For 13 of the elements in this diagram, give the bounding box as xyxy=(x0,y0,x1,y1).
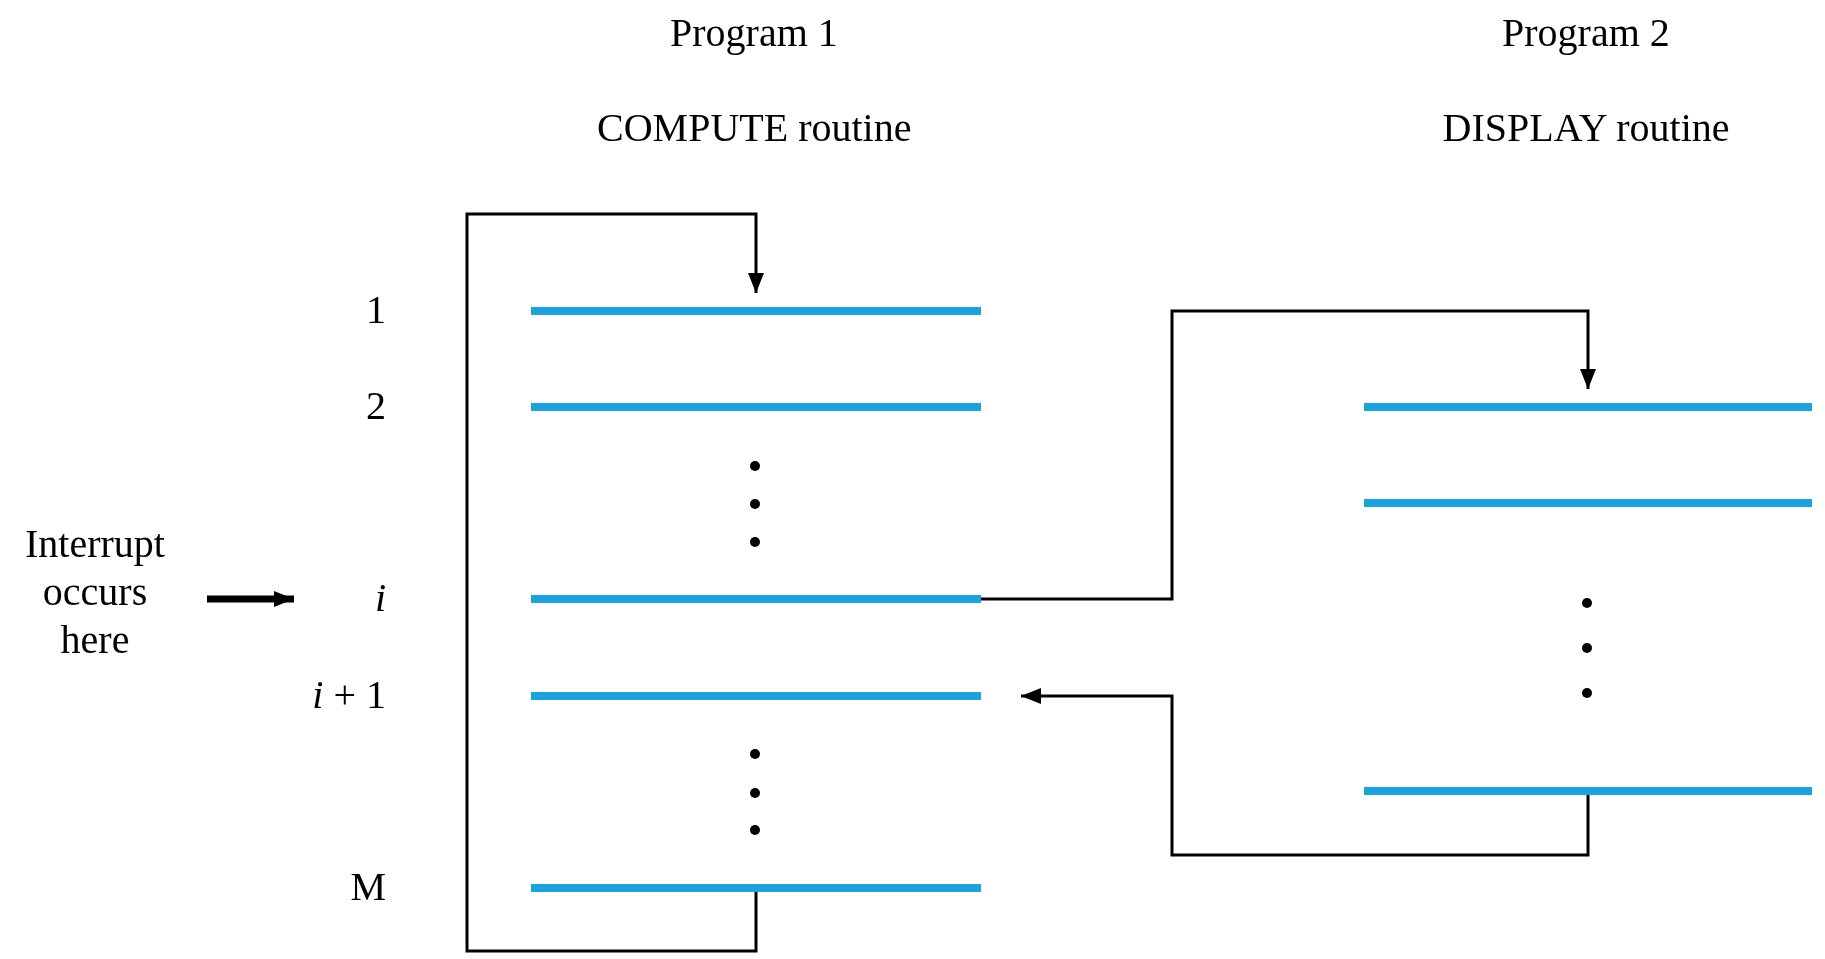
arrow xyxy=(981,309,1596,601)
line-number: M xyxy=(350,864,386,910)
arrow xyxy=(1021,688,1590,857)
arrow xyxy=(465,212,764,953)
line-number: i xyxy=(374,575,386,621)
heading: DISPLAY routine xyxy=(1442,105,1730,151)
heading: Program 1 xyxy=(670,10,838,56)
line-number: 2 xyxy=(366,383,386,429)
line-number: i + 1 xyxy=(312,672,386,718)
note-text: Interrupt occurs here xyxy=(5,520,185,664)
heading: Program 2 xyxy=(1502,10,1670,56)
line-number: 1 xyxy=(366,287,386,333)
heading: COMPUTE routine xyxy=(597,105,912,151)
